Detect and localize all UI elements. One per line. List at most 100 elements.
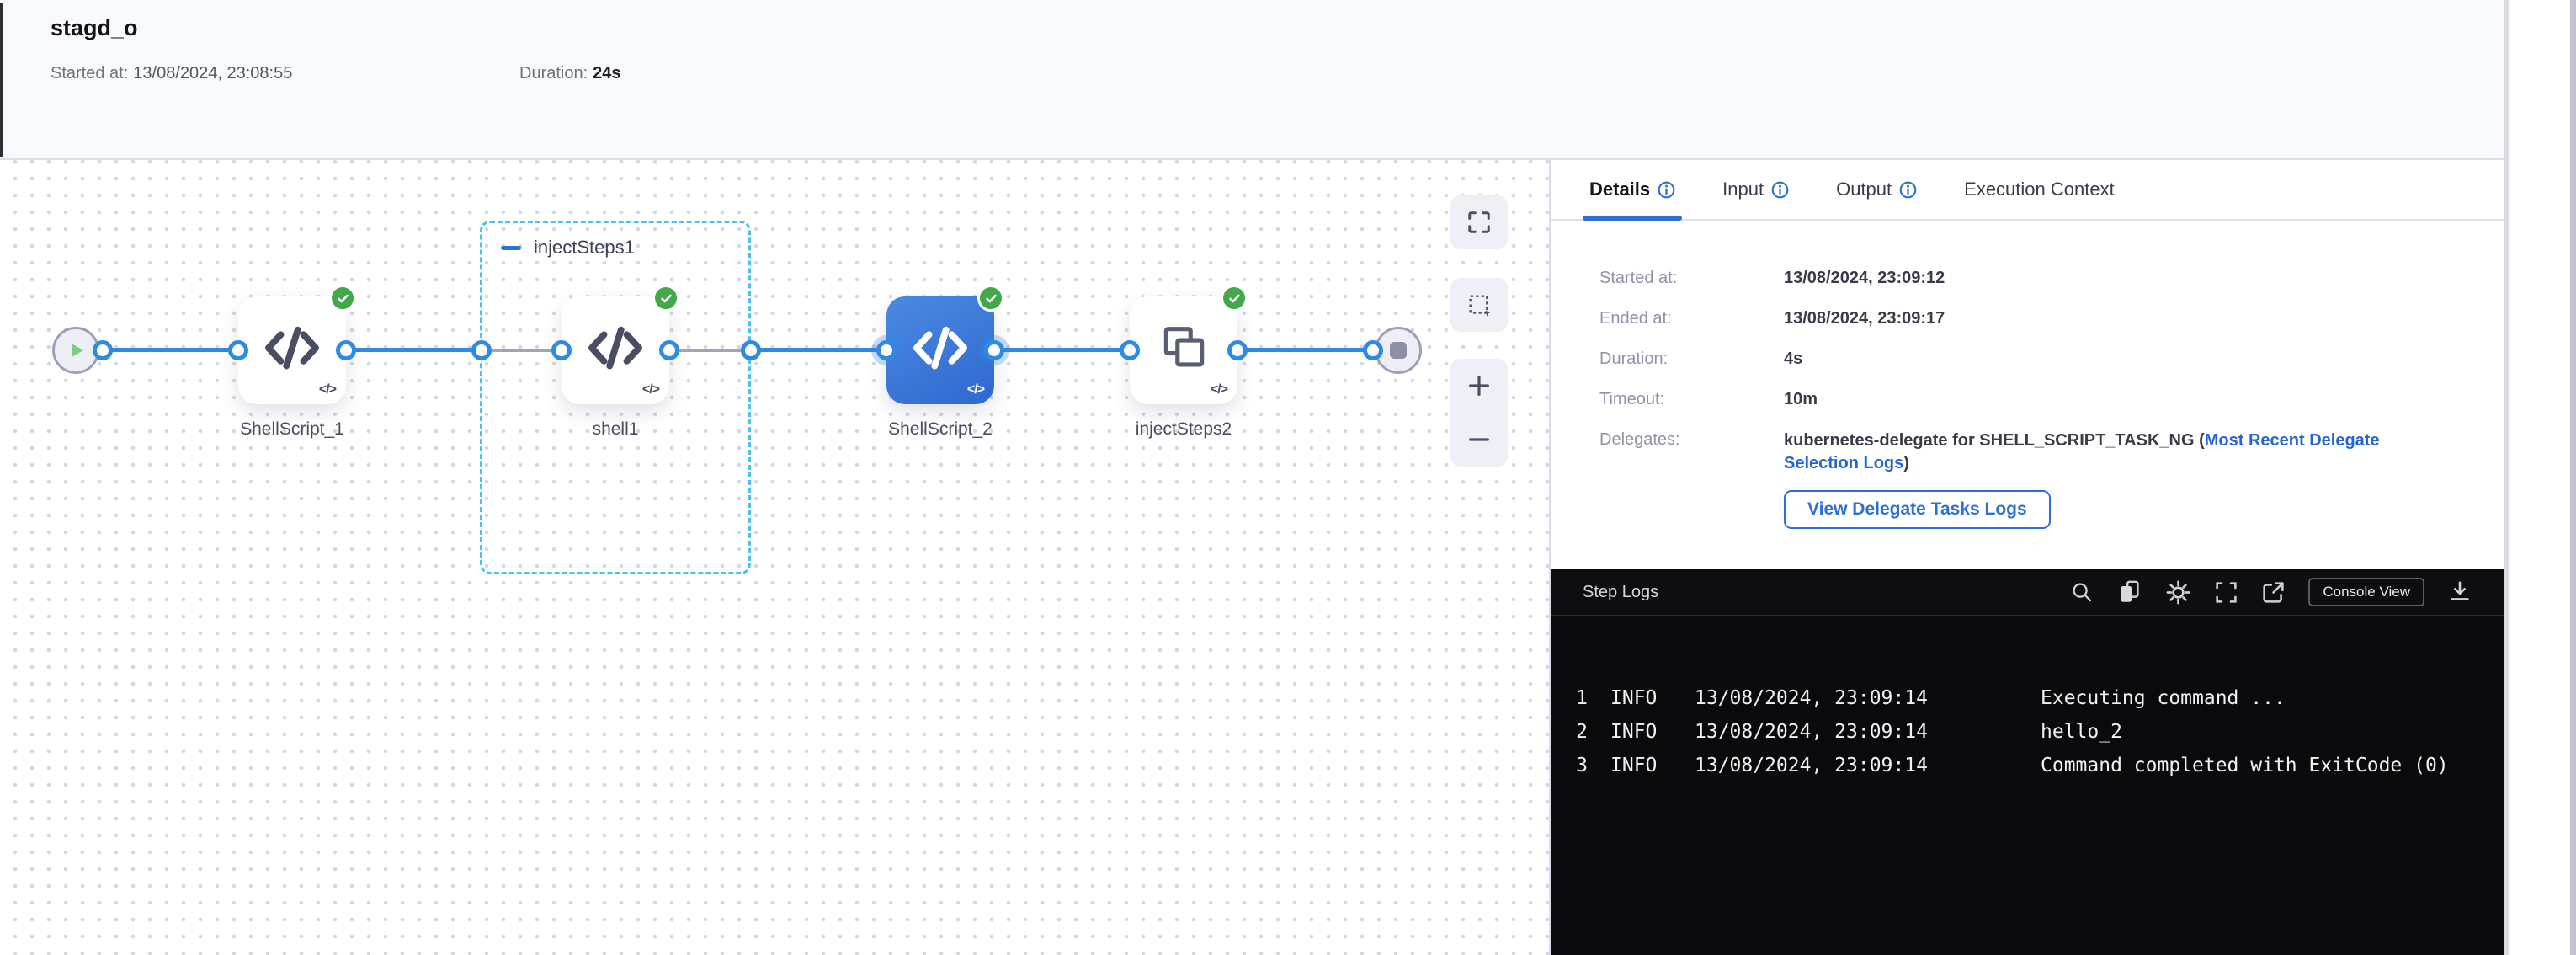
duration-meta: Duration: 24s (519, 64, 621, 83)
shell-script-icon (913, 326, 968, 370)
expand-fullscreen-icon[interactable] (2214, 580, 2238, 605)
step-type-glyph: </> (641, 382, 660, 397)
delegate-selection-logs-link[interactable]: Most Recent Delegate Selection Logs (1784, 431, 2380, 472)
connector-port (1363, 340, 1383, 360)
node-shellscript-2[interactable]: </> (886, 285, 1004, 404)
info-icon[interactable] (1658, 181, 1675, 199)
info-icon[interactable] (1899, 181, 1917, 199)
selection-icon (1469, 295, 1491, 317)
download-logs-icon[interactable] (2447, 579, 2472, 605)
duration-value: 24s (593, 64, 621, 83)
node-shell1[interactable]: </> (562, 285, 679, 404)
detail-row-started: Started at: 13/08/2024, 23:09:12 (1599, 268, 2474, 289)
zoom-controls (1450, 359, 1508, 467)
connector-line (103, 348, 238, 352)
detail-label: Duration: (1599, 349, 1669, 368)
start-node[interactable] (52, 327, 99, 374)
detail-value: 10m (1784, 390, 1818, 408)
fullscreen-icon (1468, 211, 1490, 233)
details-tab-bar: Details Input Output Execution Context (1551, 160, 2504, 221)
zoom-out-button[interactable] (1450, 413, 1508, 467)
detail-row-duration: Duration: 4s (1599, 349, 2474, 370)
log-timestamp: 13/08/2024, 23:09:14 (1695, 755, 1928, 776)
connector-line-dashed (482, 349, 562, 352)
duration-label: Duration: (519, 64, 588, 83)
step-type-glyph: </> (318, 382, 337, 397)
detail-label: Ended at: (1599, 309, 1672, 328)
log-message: Command completed with ExitCode (0) (2041, 755, 2449, 776)
detail-label: Started at: (1599, 269, 1678, 287)
stop-icon (1390, 342, 1407, 359)
tab-execution-context[interactable]: Execution Context (1964, 179, 2115, 200)
copy-icon[interactable] (2117, 579, 2142, 605)
delegates-value: kubernetes-delegate for SHELL_SCRIPT_TAS… (1784, 431, 2380, 472)
collapse-group-icon[interactable] (501, 245, 521, 250)
success-badge-icon (1221, 285, 1248, 312)
scrollbar-track[interactable] (2509, 0, 2570, 955)
started-at-label: Started at: (51, 64, 129, 83)
detail-value: 13/08/2024, 23:09:17 (1784, 309, 1945, 328)
connector-port (471, 340, 492, 360)
connector-port (984, 340, 1004, 360)
detail-value: 4s (1784, 349, 1803, 368)
step-details-panel: Details Input Output Execution Context S… (1549, 160, 2504, 955)
started-at-value: 13/08/2024, 23:08:55 (133, 64, 293, 83)
left-edge-divider (0, 3, 3, 157)
log-level: INFO (1610, 721, 1658, 743)
multi-select-button[interactable] (1450, 278, 1508, 332)
connector-port (551, 340, 572, 360)
log-line-number: 3 (1576, 755, 1588, 776)
connector-port (1120, 340, 1140, 360)
view-delegate-tasks-logs-button[interactable]: View Delegate Tasks Logs (1784, 490, 2051, 529)
node-label: ShellScript_2 (888, 419, 993, 439)
connector-line-dashed (669, 349, 751, 352)
log-timestamp: 13/08/2024, 23:09:14 (1695, 721, 1928, 743)
connector-line (1237, 348, 1373, 352)
log-line-number: 1 (1576, 687, 1588, 709)
connector-line (346, 348, 482, 352)
log-level: INFO (1610, 755, 1658, 776)
connector-line (751, 348, 886, 352)
step-group-header: injectSteps1 (501, 237, 635, 259)
log-line: 2 INFO 13/08/2024, 23:09:14 hello_2 (1574, 715, 2504, 749)
log-level: INFO (1610, 687, 1658, 709)
settings-gear-icon[interactable] (2165, 579, 2191, 606)
shell-script-icon (264, 326, 320, 370)
connector-port (228, 340, 248, 360)
open-in-new-icon[interactable] (2261, 580, 2286, 605)
step-logs-console[interactable]: 1 INFO 13/08/2024, 23:09:14 Executing co… (1551, 616, 2504, 955)
step-type-glyph: </> (966, 382, 985, 397)
detail-label: Timeout: (1599, 390, 1665, 408)
node-label: injectSteps2 (1135, 419, 1232, 439)
node-label: ShellScript_1 (240, 419, 344, 439)
tab-output[interactable]: Output (1836, 160, 1917, 219)
plus-icon (1469, 376, 1489, 396)
step-group-icon (1163, 327, 1205, 367)
step-group-injectsteps1[interactable]: injectSteps1 (480, 221, 751, 574)
log-line: 1 INFO 13/08/2024, 23:09:14 Executing co… (1574, 681, 2504, 715)
tab-input[interactable]: Input (1722, 160, 1789, 219)
tab-details[interactable]: Details (1582, 160, 1683, 221)
node-injectsteps2[interactable]: </> (1130, 285, 1248, 404)
success-badge-icon (977, 285, 1004, 312)
log-line: 3 INFO 13/08/2024, 23:09:14 Command comp… (1574, 749, 2504, 782)
search-icon[interactable] (2069, 579, 2094, 605)
pipeline-canvas[interactable]: injectSteps1 </> (0, 160, 1549, 955)
connector-port (336, 340, 356, 360)
info-icon[interactable] (1771, 181, 1789, 199)
play-icon (72, 344, 83, 357)
console-view-button[interactable]: Console View (2308, 578, 2424, 606)
detail-row-delegates: Delegates: kubernetes-delegate for SHELL… (1599, 429, 2474, 475)
log-timestamp: 13/08/2024, 23:09:14 (1695, 687, 1928, 709)
log-message: hello_2 (2041, 721, 2122, 743)
step-logs-title: Step Logs (1583, 582, 1659, 601)
detail-row-timeout: Timeout: 10m (1599, 389, 2474, 410)
zoom-in-button[interactable] (1450, 359, 1508, 413)
detail-value: 13/08/2024, 23:09:12 (1784, 269, 1945, 287)
fit-to-screen-button[interactable] (1450, 195, 1508, 249)
node-shellscript-1[interactable]: </> (238, 285, 356, 404)
minus-icon (1469, 438, 1489, 441)
panel-right-divider (2504, 0, 2509, 955)
connector-port (659, 340, 679, 360)
